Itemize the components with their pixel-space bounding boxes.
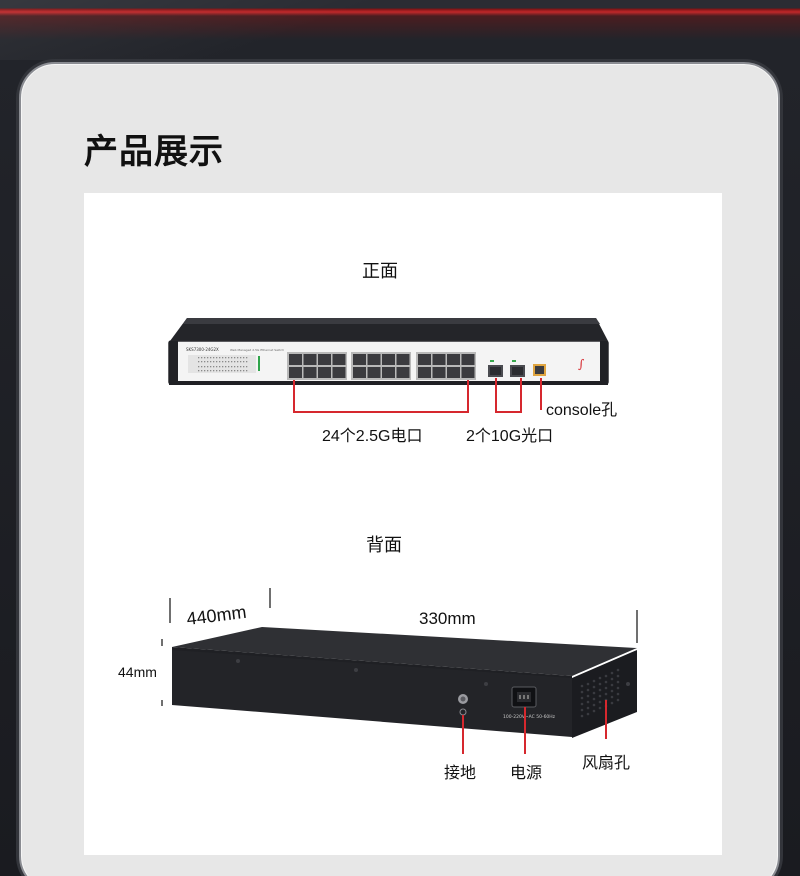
page-title: 产品展示 xyxy=(84,132,224,172)
dimension-lines xyxy=(161,588,638,706)
front-callout-lines xyxy=(293,378,542,413)
fan-vent-label: 风扇孔 xyxy=(582,755,631,772)
rj45-port-group-3 xyxy=(416,352,476,380)
rj45-ports-label: 24个2.5G电口 xyxy=(322,428,423,445)
console-port-label: console孔 xyxy=(546,402,618,419)
back-view-label: 背面 xyxy=(366,535,402,556)
rj45-port-group-2 xyxy=(351,352,411,380)
product-image-panel xyxy=(84,193,722,855)
front-switch-image: SKS7300-24G2X Web Managed 2.5G Ethernet … xyxy=(168,318,609,385)
console-port xyxy=(533,364,546,376)
background-highlight xyxy=(0,0,800,60)
sfp-ports-label: 2个10G光口 xyxy=(466,428,554,445)
height-dimension-label: 44mm xyxy=(118,664,157,680)
back-callout-lines xyxy=(462,700,607,754)
sfp-ports xyxy=(488,360,525,377)
depth-dimension-label: 330mm xyxy=(419,609,476,628)
back-switch-image: 100-220V~AC 50-60Hz xyxy=(172,627,637,738)
power-socket: 100-220V~AC 50-60Hz xyxy=(503,686,556,720)
rj45-port-group-1 xyxy=(287,352,347,380)
power-spec-text: 100-220V~AC 50-60Hz xyxy=(503,714,556,720)
front-view-label: 正面 xyxy=(362,261,398,282)
model-text: SKS7300-24G2X xyxy=(186,347,219,352)
model-desc-text: Web Managed 2.5G Ethernet Switch xyxy=(230,348,284,352)
power-label: 电源 xyxy=(510,765,543,782)
ground-label: 接地 xyxy=(444,765,477,782)
brand-logo: ∫ xyxy=(578,357,585,371)
